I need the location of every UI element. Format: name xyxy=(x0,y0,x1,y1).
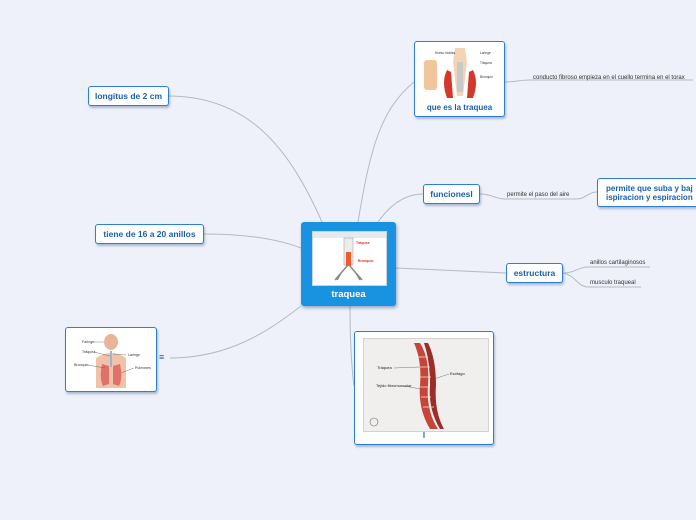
node-anillos[interactable]: tiene de 16 a 20 anillos xyxy=(95,224,204,244)
node-torso-image[interactable]: Faringe Tráquea Laringe Bronquio Pulmone… xyxy=(65,327,157,392)
link-trachea-image xyxy=(349,305,355,387)
throat-label-traquea: Tráquea xyxy=(480,61,492,65)
notes-marker-icon[interactable]: ≡ xyxy=(159,352,165,362)
central-label-bronquio: Bronquio xyxy=(358,259,374,263)
central-image: Tráquea Bronquio xyxy=(312,231,387,286)
throat-label-laringe: Laringe xyxy=(480,51,491,55)
torso-label-pulmones: Pulmones xyxy=(135,366,151,370)
node-estructura[interactable]: estructura xyxy=(506,263,563,283)
node-funcion-destacada-label: permite que suba y baj ispiracion y espi… xyxy=(606,183,693,202)
throat-anatomy-image: Hueso hioides Laringe Tráquea Bronquio xyxy=(424,48,493,98)
link-funciones xyxy=(377,193,424,223)
link-anillos-cart xyxy=(562,266,650,274)
throat-label-hioides: Hueso hioides xyxy=(435,51,456,55)
node-que-es[interactable]: Hueso hioides Laringe Tráquea Bronquio q… xyxy=(414,41,505,117)
node-que-es-label: que es la traquea xyxy=(426,103,493,112)
link-anillos xyxy=(203,233,302,249)
node-trachea-image-label: l xyxy=(422,431,426,440)
trachea-bronchi-image: Tráquea Bronquio xyxy=(313,232,386,281)
torso-label-traquea: Tráquea xyxy=(82,350,95,354)
central-node[interactable]: Tráquea Bronquio traquea xyxy=(301,222,396,306)
node-longitud[interactable]: longitus de 2 cm xyxy=(88,86,169,106)
link-torso-image xyxy=(169,305,302,359)
node-longitud-label: longitus de 2 cm xyxy=(94,91,163,101)
torso-label-bronquio: Bronquio xyxy=(74,363,88,367)
node-funciones-label: funcionesl xyxy=(430,189,473,199)
link-que-es xyxy=(357,81,415,223)
link-estructura xyxy=(395,267,507,274)
trachea-image-frame: Tráquea Esófago Tejido fibromuscular xyxy=(363,338,489,432)
trachea-esophagus-image: Tráquea Esófago Tejido fibromuscular xyxy=(369,343,465,429)
node-anillos-label: tiene de 16 a 20 anillos xyxy=(103,229,196,239)
node-estructura-label: estructura xyxy=(513,268,556,278)
node-funciones[interactable]: funcionesl xyxy=(423,184,480,204)
note-anillos-cartilaginosos[interactable]: anillos cartilaginosos xyxy=(590,260,646,266)
link-paso-aire xyxy=(479,193,576,200)
link-definicion xyxy=(504,79,693,83)
link-longitud xyxy=(167,95,323,223)
note-definicion[interactable]: conducto fibroso empieza en el cuello te… xyxy=(533,75,685,81)
link-paso-to-destacada xyxy=(575,191,598,200)
central-title: traquea xyxy=(331,289,366,300)
central-label-traquea: Tráquea xyxy=(356,241,369,245)
link-musculo xyxy=(562,272,641,288)
respiratory-system-image: Faringe Tráquea Laringe Bronquio Pulmone… xyxy=(74,334,151,388)
node-trachea-image[interactable]: Tráquea Esófago Tejido fibromuscular l xyxy=(354,331,494,445)
trachea-label-tejido: Tejido fibromuscular xyxy=(376,383,412,388)
note-musculo-traqueal[interactable]: musculo traqueal xyxy=(590,280,636,286)
torso-label-laringe: Laringe xyxy=(128,353,140,357)
throat-label-bronquio: Bronquio xyxy=(480,75,493,79)
note-paso-aire[interactable]: permite el paso del aire xyxy=(507,192,570,198)
torso-label-faringe: Faringe xyxy=(82,340,94,344)
trachea-label-traquea: Tráquea xyxy=(377,365,393,370)
trachea-label-esofago: Esófago xyxy=(450,371,465,376)
node-funcion-destacada[interactable]: permite que suba y baj ispiracion y espi… xyxy=(597,178,696,207)
attribution-icon xyxy=(369,417,379,427)
